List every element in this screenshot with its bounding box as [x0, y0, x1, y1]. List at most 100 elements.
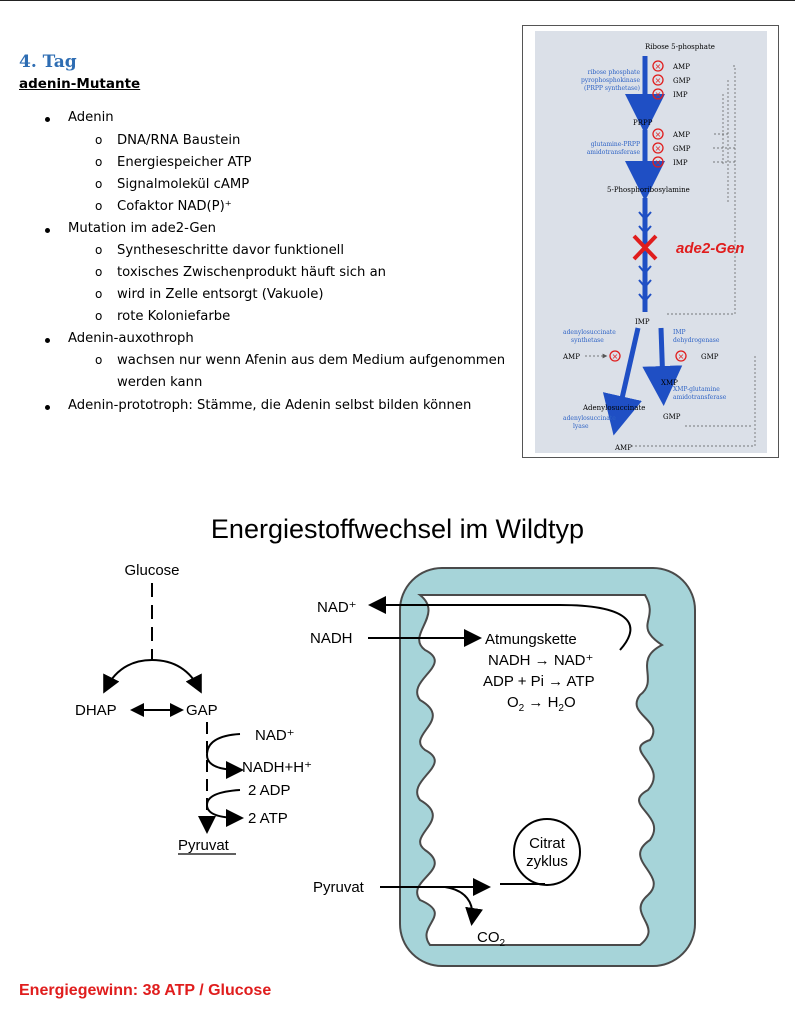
glucose-label: Glucose [124, 562, 179, 579]
citrate-cycle-circle [513, 818, 581, 886]
inhibition-icon [652, 88, 664, 100]
feedback-imp: IMP [673, 91, 688, 99]
nad-export-arrow [368, 596, 632, 651]
gap-label: GAP [186, 702, 218, 719]
nadh-in-label: NADH [310, 630, 353, 647]
co2-label: CO2 [477, 929, 506, 949]
chain-water-label: O2 → H2O [507, 694, 576, 714]
inhibition-icon [652, 156, 664, 168]
knockout-x-icon [632, 234, 658, 261]
section-subtitle: adenin-Mutante [19, 76, 141, 92]
energy-diagram: Glucose DHAP GAP NAD⁺ NADH+H⁺ 2 ADP 2 AT… [75, 562, 696, 967]
bullet-label: Adenin-auxothroph [68, 331, 194, 346]
ribose-label: Ribose 5-phosphate [645, 43, 715, 51]
decarboxylation-arrow [444, 886, 483, 926]
sub-bullet-label: rote Koloniefarbe [117, 309, 231, 324]
svg-text:×: × [612, 352, 619, 361]
sub-bullet-label: toxisches Zwischenprodukt häuft sich an [117, 265, 387, 280]
feedback-gmp: GMP [673, 145, 691, 153]
pathway-step-chevrons [638, 211, 652, 303]
feedback-imp: IMP [673, 159, 688, 167]
bullet-label: Adenin-prototroph: Stämme, die Adenin se… [68, 398, 472, 413]
enzyme-label: dehydrogenase [673, 337, 720, 344]
circle-bullet-icon: o [95, 155, 103, 169]
circle-bullet-icon: o [95, 177, 103, 191]
psa-label: 5-Phosphoribosylamine [607, 186, 690, 194]
feedback-gmp: GMP [673, 77, 691, 85]
nad-out-label: NAD⁺ [317, 599, 357, 616]
inhibition-icon [652, 74, 664, 86]
inhibition-icon [652, 60, 664, 72]
svg-text:×: × [655, 130, 662, 139]
sub-bullet-label: Energiespeicher ATP [117, 155, 252, 170]
adenylosuccinate-label: Adenylosuccinate [582, 404, 645, 412]
pathway-svg: Ribose 5-phosphate ribose phosphate pyro… [562, 43, 756, 452]
enzyme-label: ribose phosphate [588, 69, 641, 76]
circle-bullet-icon: o [95, 309, 103, 323]
enzyme-label: adenylosuccinate [563, 415, 616, 422]
bullet-dot [45, 117, 50, 122]
chain-nadh-label: NADH → NAD⁺ [488, 652, 593, 669]
enzyme-label: synthetase [571, 337, 604, 344]
enzyme-label: glutamine-PRPP [591, 141, 640, 148]
diagram-title: Energiestoffwechsel im Wildtyp [210, 514, 585, 544]
chain-title-label: Atmungskette [485, 631, 577, 648]
bullet-dot [45, 405, 50, 410]
enzyme-label: amidotransferase [587, 149, 641, 156]
gmp-feedback-label: GMP [701, 353, 719, 361]
enzyme-label: pyrophosphokinase [581, 77, 641, 84]
energy-yield-footer: Energiegewinn: 38 ATP / Glucose [19, 982, 272, 999]
circle-bullet-icon: o [95, 133, 103, 147]
purine-pathway-figure: Ribose 5-phosphate ribose phosphate pyro… [522, 25, 779, 458]
feedback-amp: AMP [672, 63, 690, 71]
ade2-gene-label: ade2-Gen [676, 240, 744, 257]
svg-text:×: × [655, 144, 662, 153]
svg-text:×: × [655, 76, 662, 85]
nad-reduction-arrow [205, 733, 244, 779]
amp-label: AMP [614, 444, 632, 452]
atp-formation-arrow [205, 789, 244, 827]
bullet-label: Mutation im ade2-Gen [68, 221, 217, 236]
circle-bullet-icon: o [95, 265, 103, 279]
amp-feedback-label: AMP [562, 353, 580, 361]
mitochondrion-inner-membrane [416, 594, 664, 946]
zyklus-label: zyklus [526, 853, 568, 870]
top-rule [0, 0, 795, 1]
enzyme-label: IMP [673, 329, 686, 336]
sub-bullet-label: Syntheseschritte davor funktionell [117, 243, 345, 258]
pathway-arrow [602, 327, 642, 436]
circle-bullet-icon: o [95, 199, 103, 213]
bullet-label: Adenin [68, 110, 114, 125]
enzyme-label: XMP-glutamine [673, 386, 720, 393]
gmp-label: GMP [663, 413, 681, 421]
sub-bullet-label: wachsen nur wenn Afenin aus dem Medium a… [117, 353, 506, 368]
svg-text:×: × [655, 62, 662, 71]
feedback-group-2: × × × AMP GMP IMP [652, 128, 691, 168]
pyruvat-product-label: Pyruvat [178, 837, 230, 854]
bullet-dot [45, 228, 50, 233]
split-arrow-right [151, 659, 202, 694]
pathway-arrow [642, 327, 683, 406]
inhibition-icon [652, 128, 664, 140]
sub-bullet-label: DNA/RNA Baustein [117, 133, 241, 148]
inhibition-icon [609, 350, 621, 362]
enzyme-label: amidotransferase [673, 394, 727, 401]
dhap-label: DHAP [75, 702, 117, 719]
svg-text:×: × [655, 158, 662, 167]
circle-bullet-icon: o [95, 353, 103, 367]
feedback-dashed-lines [628, 65, 756, 447]
sub-bullet-label: wird in Zelle entsorgt (Vakuole) [117, 287, 324, 302]
atp-label: 2 ATP [248, 810, 288, 827]
citrat-label: Citrat [529, 835, 566, 852]
enzyme-label: lyase [573, 423, 589, 430]
sub-bullet-label: werden kann [117, 375, 203, 390]
inhibition-icon [675, 350, 687, 362]
sub-bullet-label: Signalmolekül cAMP [117, 177, 250, 192]
prpp-label: PRPP [633, 119, 653, 127]
chain-atp-label: ADP + Pi → ATP [483, 673, 595, 690]
day-heading: 4. Tag [19, 52, 77, 72]
sub-bullet-label: Cofaktor NAD(P)⁺ [117, 199, 232, 214]
glyc-nad-label: NAD⁺ [255, 727, 295, 744]
circle-bullet-icon: o [95, 243, 103, 257]
imp-label: IMP [635, 318, 650, 326]
